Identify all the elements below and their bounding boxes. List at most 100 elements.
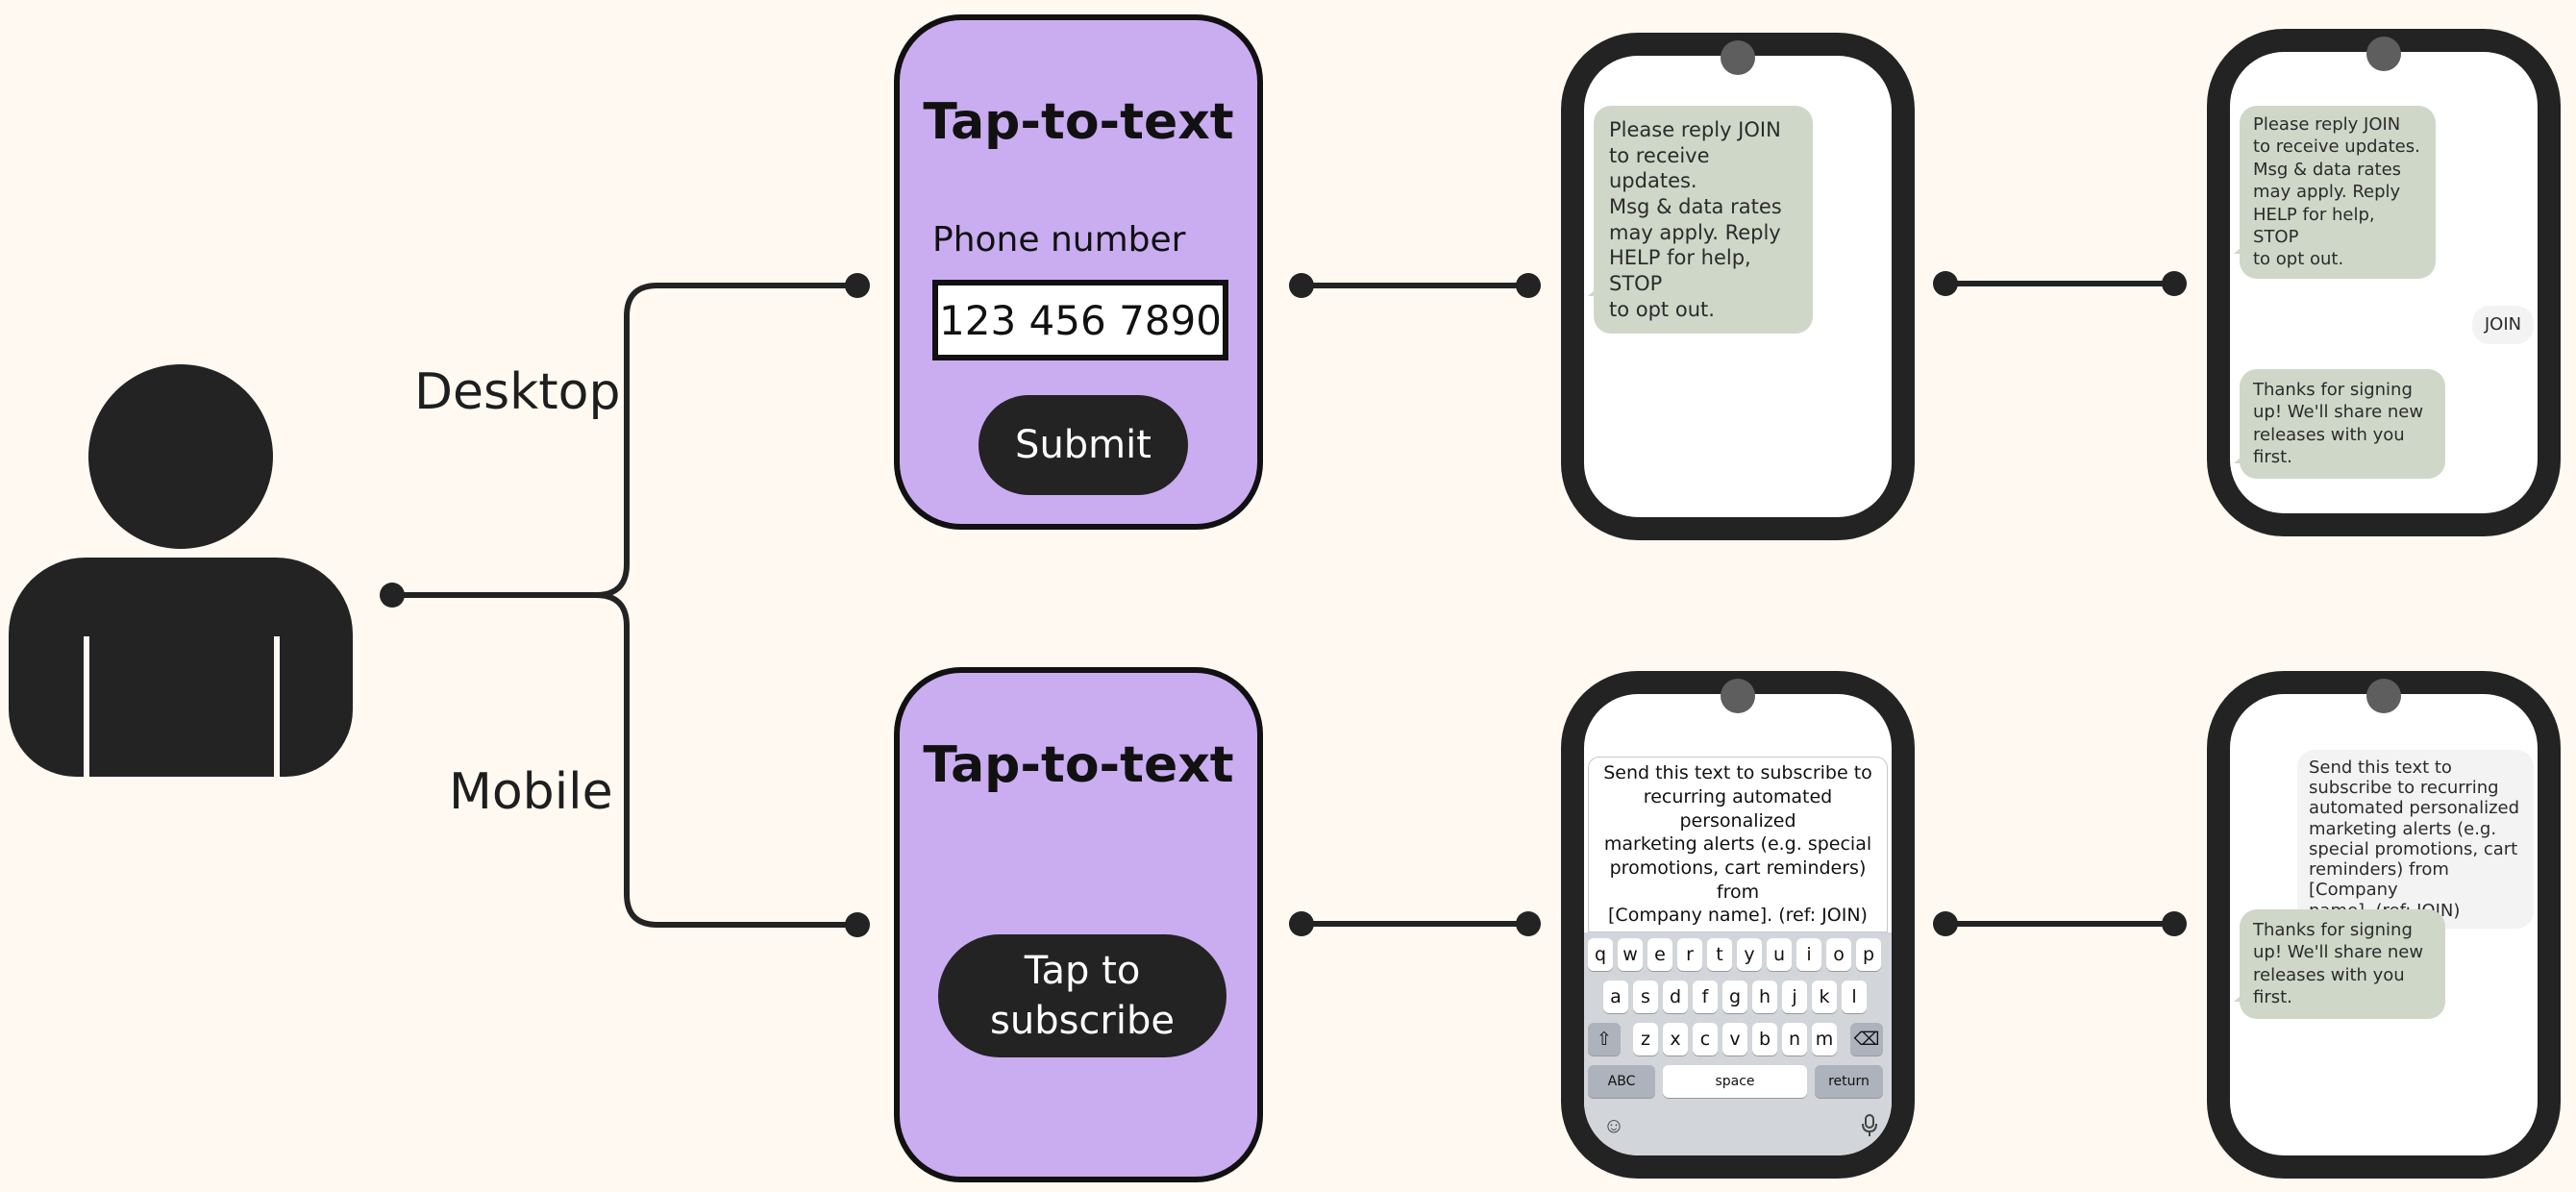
- message-line: to opt out.: [2253, 249, 2344, 270]
- connector-dot: [2162, 911, 2187, 936]
- message-line: marketing alerts (e.g.: [2309, 818, 2497, 839]
- key[interactable]: s: [1633, 981, 1658, 1013]
- phone-screen: Please reply JOIN to receive updates. Ms…: [1584, 56, 1892, 517]
- connector-dot: [845, 912, 870, 937]
- message-line: HELP for help, STOP: [2253, 204, 2375, 247]
- compose-line: [Company name]. (ref: JOIN): [1608, 905, 1868, 927]
- incoming-message-bubble: Thanks for signing up! We'll share new r…: [2240, 909, 2445, 1019]
- message-line: to opt out.: [1609, 297, 1715, 321]
- compose-line: marketing alerts (e.g. special: [1603, 833, 1872, 856]
- message-line: automated personalized: [2309, 798, 2520, 819]
- emoji-icon[interactable]: ☺: [1602, 1113, 1625, 1137]
- message-line: HELP for help, STOP: [1609, 246, 1751, 295]
- key[interactable]: t: [1707, 938, 1732, 971]
- message-line: to receive updates.: [1609, 143, 1710, 193]
- message-line: Thanks for signing: [2253, 920, 2413, 940]
- message-line: reminders) from [Company: [2309, 859, 2449, 901]
- message-line: up! We'll share new: [2253, 402, 2424, 423]
- connector-dot: [1516, 273, 1541, 298]
- branch-connector: [389, 283, 860, 928]
- shift-icon[interactable]: ⇧: [1588, 1023, 1621, 1055]
- abc-key[interactable]: ABC: [1588, 1065, 1655, 1098]
- phone-screen: Send this text to subscribe to recurring…: [2230, 694, 2538, 1155]
- key[interactable]: y: [1737, 938, 1762, 971]
- desktop-label: Desktop: [414, 363, 621, 421]
- key[interactable]: l: [1842, 981, 1867, 1013]
- phone-screen: Send this text to subscribe to recurring…: [1584, 694, 1892, 1155]
- microphone-icon[interactable]: [1857, 1113, 1882, 1138]
- connector-dot: [1933, 271, 1958, 296]
- card-title: Tap-to-text: [923, 93, 1234, 151]
- mobile-label: Mobile: [449, 763, 613, 821]
- return-key[interactable]: return: [1815, 1065, 1883, 1098]
- connector-dot: [380, 583, 405, 608]
- key[interactable]: f: [1693, 981, 1718, 1013]
- on-screen-keyboard: q w e r t y u i o p a s d f g h j k l ⇧ …: [1584, 932, 1892, 1155]
- message-line: may apply. Reply: [2253, 182, 2401, 203]
- person-head: [88, 364, 273, 549]
- key[interactable]: u: [1767, 938, 1792, 971]
- message-line: to receive updates.: [2253, 137, 2420, 158]
- outgoing-message-bubble: Send this text to subscribe to recurring…: [2297, 750, 2534, 929]
- microphone-icon-shape: [1862, 1114, 1877, 1136]
- arm-divider: [274, 636, 280, 777]
- phone-mobile-step-2: Send this text to subscribe to recurring…: [2207, 671, 2561, 1179]
- message-line: up! We'll share new: [2253, 942, 2424, 963]
- connector-dot: [1289, 911, 1314, 936]
- button-line: subscribe: [990, 999, 1175, 1043]
- key[interactable]: h: [1752, 981, 1777, 1013]
- key[interactable]: m: [1812, 1023, 1837, 1055]
- key[interactable]: q: [1588, 938, 1613, 971]
- incoming-message-bubble: Please reply JOIN to receive updates. Ms…: [1594, 106, 1813, 335]
- key[interactable]: z: [1633, 1023, 1658, 1055]
- key[interactable]: d: [1663, 981, 1688, 1013]
- phone-mobile-step-1: Send this text to subscribe to recurring…: [1561, 671, 1915, 1179]
- mobile-tap-to-text-card: Tap-to-text Tap to subscribe: [894, 667, 1263, 1182]
- message-line: may apply. Reply: [1609, 220, 1781, 244]
- message-line: Msg & data rates: [1609, 194, 1782, 218]
- message-line: subscribe to recurring: [2309, 778, 2499, 799]
- person-body: [9, 558, 353, 777]
- space-key[interactable]: space: [1663, 1065, 1807, 1098]
- connector-dot: [1516, 911, 1541, 936]
- key[interactable]: r: [1677, 938, 1702, 971]
- key[interactable]: a: [1603, 981, 1628, 1013]
- button-line: Tap to: [1024, 949, 1141, 993]
- key[interactable]: x: [1663, 1023, 1688, 1055]
- key[interactable]: o: [1826, 938, 1851, 971]
- phone-desktop-step-1: Please reply JOIN to receive updates. Ms…: [1561, 33, 1915, 540]
- key[interactable]: b: [1752, 1023, 1777, 1055]
- camera-notch: [1721, 679, 1755, 713]
- key[interactable]: w: [1618, 938, 1643, 971]
- tap-to-subscribe-button[interactable]: Tap to subscribe: [938, 934, 1226, 1057]
- connector-dot: [1289, 273, 1314, 298]
- key[interactable]: j: [1782, 981, 1807, 1013]
- message-line: releases with you first.: [2253, 424, 2405, 468]
- card-title: Tap-to-text: [923, 736, 1234, 794]
- backspace-icon[interactable]: ⌫: [1850, 1023, 1883, 1055]
- connector-dot: [2162, 271, 2187, 296]
- message-line: Thanks for signing: [2253, 380, 2413, 400]
- key[interactable]: k: [1812, 981, 1837, 1013]
- phone-screen: Please reply JOIN to receive updates. Ms…: [2230, 52, 2538, 513]
- key[interactable]: g: [1722, 981, 1747, 1013]
- key[interactable]: p: [1856, 938, 1881, 971]
- outgoing-reply-bubble: JOIN: [2472, 306, 2534, 344]
- submit-button[interactable]: Submit: [978, 395, 1188, 495]
- message-line: releases with you first.: [2253, 964, 2405, 1008]
- compose-line: Send this text to subscribe to: [1603, 762, 1872, 784]
- message-line: Msg & data rates: [2253, 159, 2402, 180]
- key[interactable]: e: [1647, 938, 1672, 971]
- message-compose-field[interactable]: Send this text to subscribe to recurring…: [1588, 757, 1888, 932]
- phone-number-label: Phone number: [932, 220, 1186, 260]
- phone-number-input[interactable]: 123 456 7890: [932, 280, 1228, 360]
- key[interactable]: c: [1693, 1023, 1718, 1055]
- camera-notch: [2366, 37, 2401, 71]
- key[interactable]: n: [1782, 1023, 1807, 1055]
- key[interactable]: v: [1722, 1023, 1747, 1055]
- incoming-message-bubble: Please reply JOIN to receive updates. Ms…: [2240, 106, 2436, 279]
- key[interactable]: i: [1796, 938, 1821, 971]
- message-line: Send this text to: [2309, 757, 2452, 778]
- message-line: Please reply JOIN: [2253, 114, 2401, 135]
